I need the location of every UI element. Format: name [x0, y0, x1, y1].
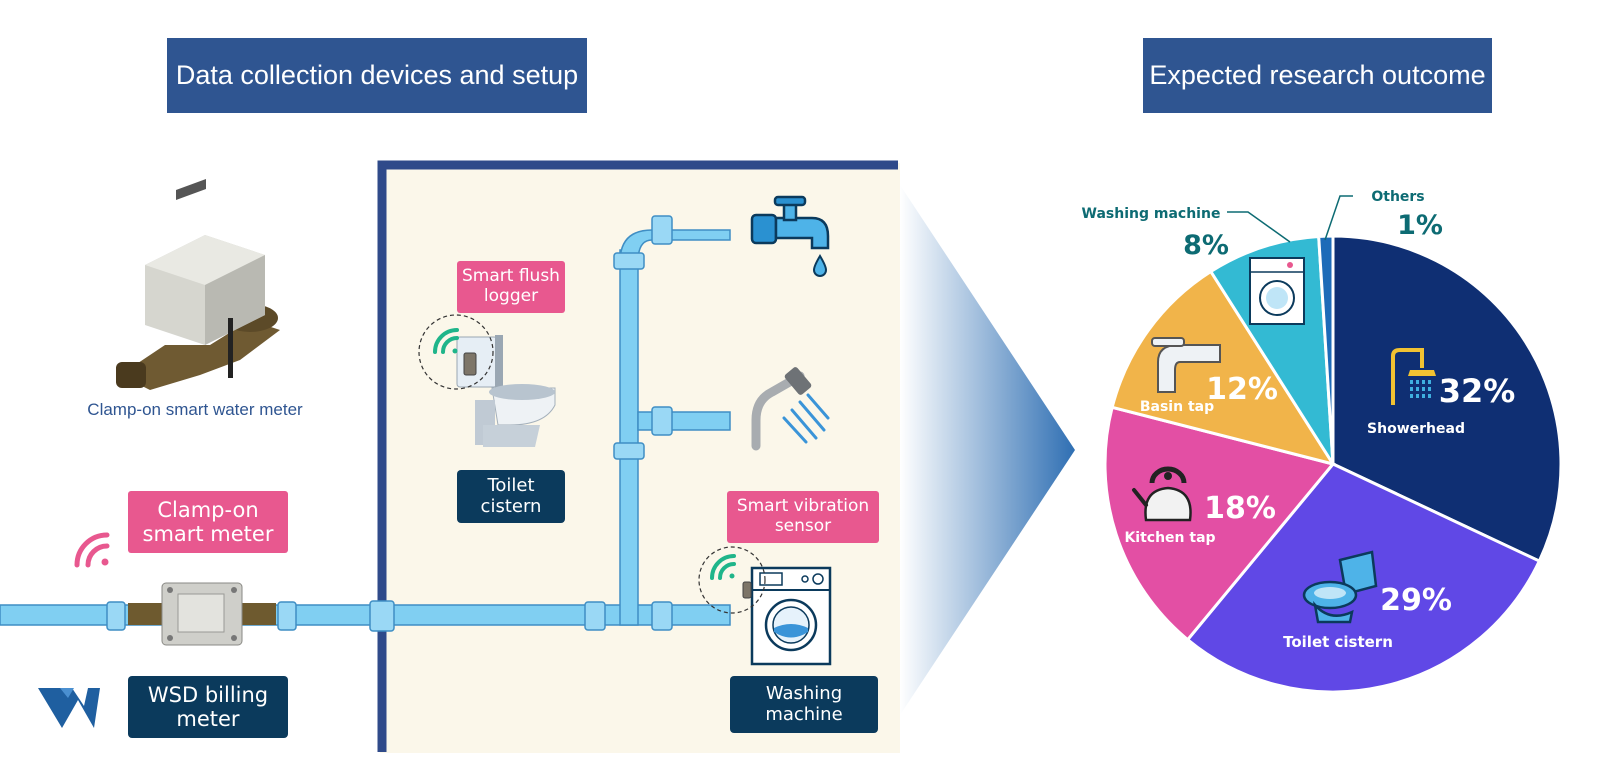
leader-line — [1227, 211, 1291, 243]
meter-caption: Clamp-on smart water meter — [87, 400, 303, 419]
clamp-on-meter-tag: Clamp-on smart meter — [128, 491, 288, 553]
vibration-sensor-wifi-icon — [710, 554, 736, 580]
category-label: Toilet cistern — [1283, 633, 1393, 651]
category-label: Washing machine — [1082, 206, 1221, 222]
basin-tap-icon — [1151, 337, 1221, 393]
pie-slice-kitchen-tap — [1103, 405, 1336, 642]
washing-machine-icon — [698, 546, 832, 666]
value-label: 29% — [1380, 583, 1452, 618]
shower-icon — [751, 367, 830, 451]
pie-icons — [1132, 257, 1436, 624]
toilet-cistern-tag: Toilet cistern — [457, 470, 565, 523]
value-label: 8% — [1183, 230, 1229, 261]
category-label: Others — [1371, 189, 1424, 205]
left-header: Data collection devices and setup — [167, 38, 587, 113]
wifi-icon — [74, 532, 110, 568]
pie-labels: 32% Showerhead 29% Toilet cistern 18% Kitchen… — [1082, 189, 1516, 651]
pipe-network — [0, 215, 731, 632]
pie-slice-basin-tap — [1110, 269, 1337, 467]
vibration-sensor-tag: Smart vibration sensor — [727, 491, 879, 543]
category-label: Showerhead — [1367, 421, 1465, 437]
tap-icon — [750, 195, 830, 277]
projection-beam — [900, 185, 1075, 715]
pie-washer-icon — [1249, 257, 1305, 325]
washing-machine-tag: Washing machine — [730, 676, 878, 733]
pie-slice-showerhead — [1331, 234, 1563, 564]
flush-logger-wifi-icon — [433, 328, 459, 354]
water-meter-icon — [116, 179, 280, 390]
wsd-logo-icon — [38, 688, 100, 728]
right-header: Expected research outcome — [1143, 38, 1492, 113]
kettle-icon — [1132, 466, 1192, 522]
showerhead-icon — [1391, 348, 1436, 405]
toilet-icon — [418, 314, 556, 447]
flush-logger-tag: Smart flush logger — [457, 261, 565, 313]
value-label: 1% — [1397, 210, 1443, 241]
pie-chart — [1103, 234, 1563, 694]
category-label: Basin tap — [1140, 399, 1214, 415]
category-label: Kitchen tap — [1124, 530, 1215, 546]
pie-toilet-icon — [1302, 550, 1378, 624]
value-label: 12% — [1206, 372, 1278, 407]
valve-meter-icon — [128, 582, 276, 646]
value-label: 18% — [1204, 491, 1276, 526]
billing-meter-tag: WSD billing meter — [128, 676, 288, 738]
leader-line — [1324, 195, 1353, 241]
value-label: 32% — [1439, 372, 1516, 410]
